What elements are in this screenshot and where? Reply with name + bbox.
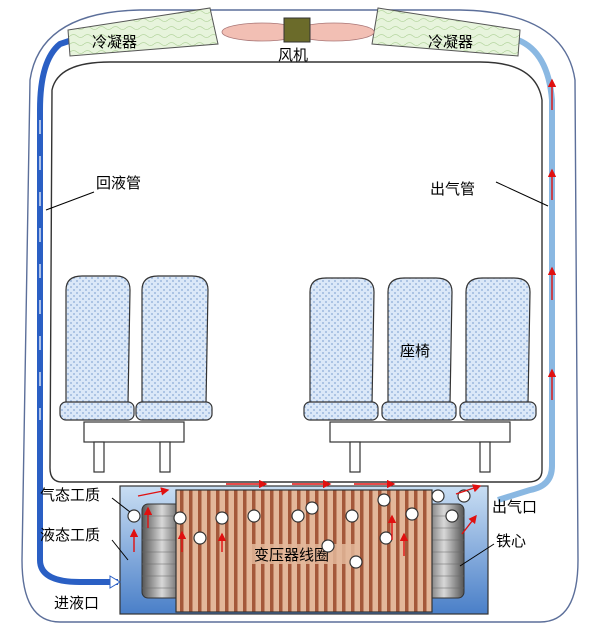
inlet-arrow-icon	[109, 575, 121, 589]
seat-icon	[303, 277, 379, 421]
coil-label: 变压器线圈	[254, 546, 329, 564]
gas-medium-leader	[111, 497, 131, 513]
liquid-medium-leader	[111, 539, 129, 561]
condenser-left-label: 冷凝器	[92, 33, 137, 51]
fan-label: 风机	[278, 46, 308, 64]
vapor-flow-arrows	[129, 479, 482, 556]
return-pipe-leader	[45, 191, 95, 211]
fan-icon	[221, 17, 375, 43]
seat-icon	[135, 275, 213, 421]
core-label: 铁心	[496, 532, 526, 550]
seat-leg	[349, 441, 361, 473]
outlet-pipe-leader	[495, 181, 549, 207]
core-leader	[459, 543, 495, 567]
outlet-label: 出气口	[492, 498, 537, 516]
seat-base-right	[329, 421, 511, 443]
seat-icon	[59, 275, 135, 421]
bubble-icon	[127, 489, 471, 569]
inlet-label: 进液口	[54, 594, 99, 612]
condenser-left	[67, 7, 219, 57]
return-pipe	[37, 37, 118, 585]
outlet-pipe-label: 出气管	[430, 180, 475, 198]
return-pipe-label: 回液管	[96, 174, 141, 192]
seat-base-left	[83, 421, 185, 443]
condenser-right-label: 冷凝器	[428, 33, 473, 51]
liquid-medium-label: 液态工质	[40, 526, 100, 544]
seat-label: 座椅	[400, 342, 430, 360]
seat-leg	[93, 441, 105, 473]
seat-leg	[479, 441, 491, 473]
gas-medium-label: 气态工质	[40, 486, 100, 504]
seat-leg	[159, 441, 171, 473]
seat-icon	[381, 277, 457, 421]
seat-icon	[459, 277, 537, 421]
